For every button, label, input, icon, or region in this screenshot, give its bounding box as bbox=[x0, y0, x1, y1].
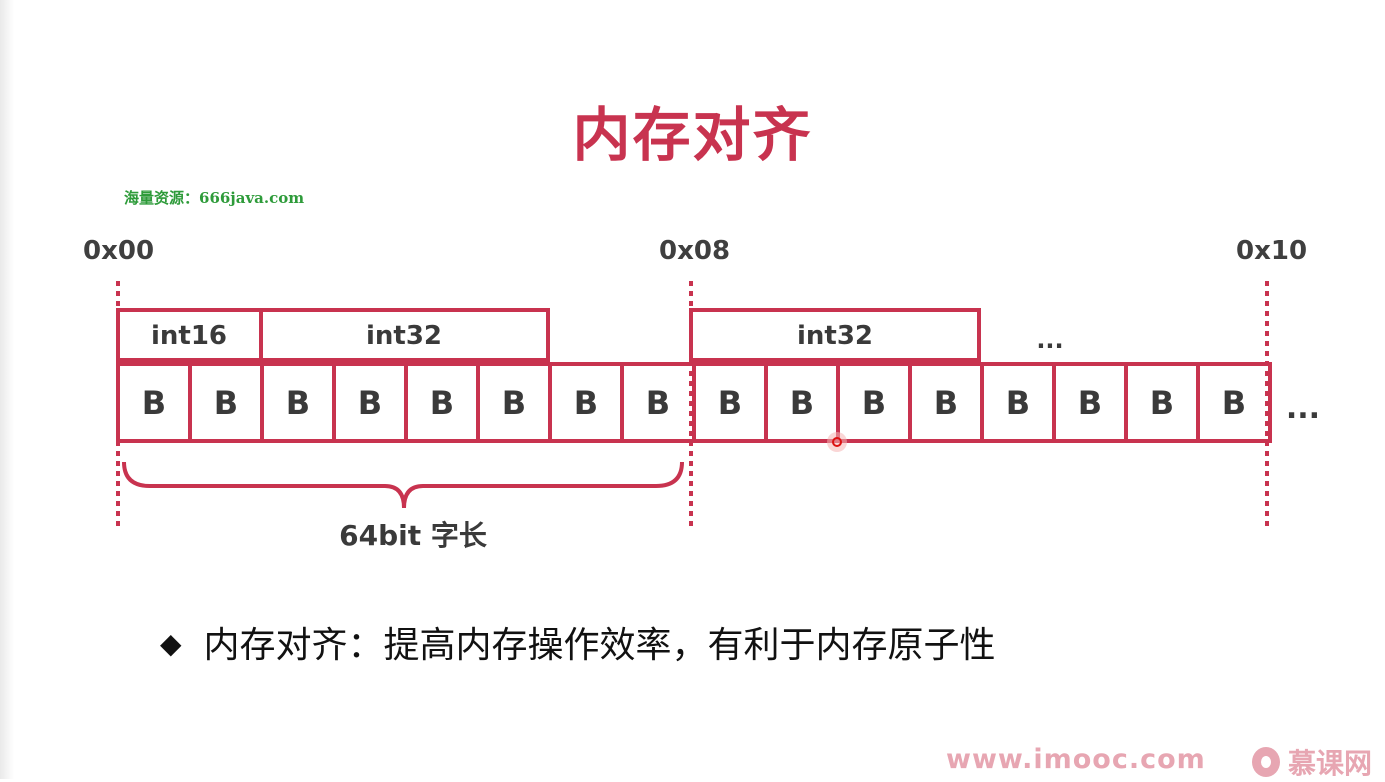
byte-cell-label: B bbox=[142, 384, 166, 422]
byte-cell-label: B bbox=[1150, 384, 1174, 422]
watermark-text: 海量资源：666java.com bbox=[124, 189, 305, 207]
byte-cell-label: B bbox=[1006, 384, 1030, 422]
word-size-label: 64bit 字长 bbox=[339, 519, 487, 552]
byte-cell-label: B bbox=[790, 384, 814, 422]
left-edge-shadow bbox=[0, 0, 14, 779]
logo-text: 慕课网 bbox=[1288, 747, 1373, 780]
byte-cell-label: B bbox=[286, 384, 310, 422]
slide-title: 内存对齐 bbox=[572, 101, 813, 169]
byte-cell-label: B bbox=[574, 384, 598, 422]
byte-cell-label: B bbox=[934, 384, 958, 422]
address-label-0x00: 0x00 bbox=[83, 236, 155, 266]
site-url: www.imooc.com bbox=[946, 744, 1206, 775]
flame-icon bbox=[1252, 747, 1280, 777]
type-ellipsis: ... bbox=[1036, 326, 1063, 354]
byte-cell-label: B bbox=[646, 384, 670, 422]
bullet-text: 内存对齐：提高内存操作效率，有利于内存原子性 bbox=[203, 625, 996, 666]
brand-logo: 慕课网 bbox=[1252, 742, 1372, 782]
int32-box-second bbox=[689, 308, 981, 362]
byte-cell-label: B bbox=[1078, 384, 1102, 422]
int16-label: int16 bbox=[151, 321, 227, 351]
byte-row-ellipsis: ... bbox=[1286, 391, 1320, 426]
int32-label-first: int32 bbox=[366, 321, 442, 351]
int32-box-first bbox=[259, 308, 550, 362]
address-label-0x10: 0x10 bbox=[1236, 236, 1308, 266]
bullet-point: ◆ 内存对齐：提高内存操作效率，有利于内存原子性 bbox=[160, 616, 996, 668]
byte-cell-label: B bbox=[502, 384, 526, 422]
byte-cell-label: B bbox=[430, 384, 454, 422]
byte-cell-label: B bbox=[358, 384, 382, 422]
byte-cell-label: B bbox=[718, 384, 742, 422]
pointer-glow bbox=[827, 432, 847, 452]
byte-cell-label: B bbox=[1222, 384, 1246, 422]
byte-cell-label: B bbox=[214, 384, 238, 422]
int32-label-second: int32 bbox=[797, 321, 873, 351]
byte-cell-label: B bbox=[862, 384, 886, 422]
diamond-bullet-icon: ◆ bbox=[160, 627, 182, 660]
pointer-dot bbox=[832, 437, 842, 447]
address-label-0x08: 0x08 bbox=[659, 236, 731, 266]
word-size-brace bbox=[122, 461, 684, 509]
byte-cell bbox=[1196, 362, 1272, 443]
